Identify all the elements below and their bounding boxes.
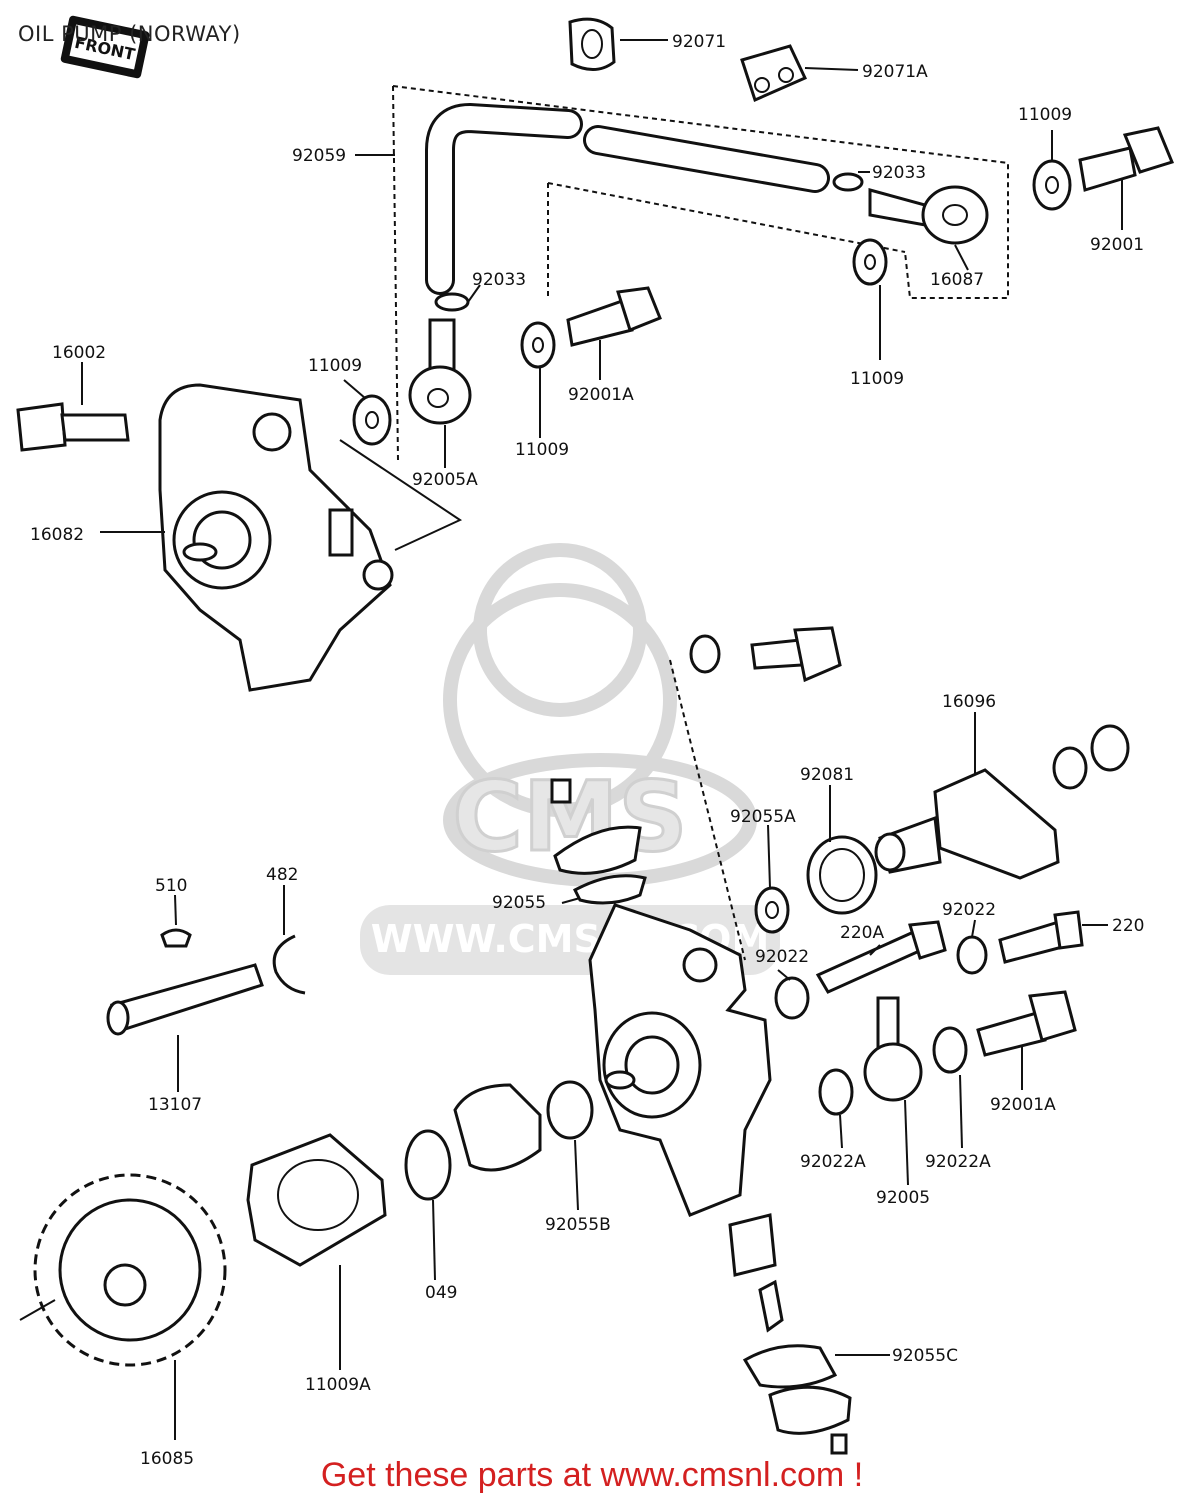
- leader-lines: [81, 39, 1123, 1440]
- promo-footer-link[interactable]: Get these parts at www.cmsnl.com !: [320, 1456, 864, 1494]
- assembly-outline-inner: [547, 182, 906, 253]
- assembly-outline-top: [392, 85, 1009, 299]
- hose-route-line: [339, 439, 463, 551]
- gasket-92055: [573, 874, 647, 905]
- label-16085: 16085: [140, 1449, 194, 1469]
- circlip-482: [272, 934, 306, 995]
- cover-assembly-16096: [874, 768, 1060, 880]
- o-ring-92055B: [546, 1080, 594, 1140]
- cover-92055C: [768, 1385, 852, 1435]
- oil-pump-body-lower: [588, 903, 772, 1217]
- label-92005A: 92005A: [412, 470, 478, 490]
- grommet-92071: [568, 17, 616, 71]
- oil-pump-assembly-16082: [158, 383, 394, 692]
- front-tag: FRONT: [60, 15, 150, 79]
- gasket-11009A: [246, 1133, 387, 1267]
- label-16002: 16002: [52, 343, 106, 363]
- label-92022A-left: 92022A: [800, 1152, 866, 1172]
- label-92055B: 92055B: [545, 1215, 611, 1235]
- label-92055C: 92055C: [892, 1346, 958, 1366]
- oil-seal-92055A: [754, 886, 790, 934]
- label-92071: 92071: [672, 32, 726, 52]
- label-16087: 16087: [930, 270, 984, 290]
- clamp-92033-upper: [832, 172, 864, 192]
- label-92001A-top: 92001A: [568, 385, 634, 405]
- assembly-outline-lower: [669, 659, 746, 961]
- screw-16002: [60, 413, 130, 442]
- label-92001A-lower: 92001A: [990, 1095, 1056, 1115]
- label-220A: 220A: [840, 923, 884, 943]
- clamp-92033-lower: [434, 292, 470, 312]
- washer-16096: [1052, 746, 1088, 790]
- washer-11009-mid: [520, 321, 556, 369]
- shaft-13107: [109, 963, 264, 1032]
- relief-plug: [758, 1279, 784, 1333]
- assembly-outline-left: [392, 85, 399, 461]
- screw-16002-head: [16, 402, 67, 452]
- label-11009-left: 11009: [308, 356, 362, 376]
- relief-spring: [728, 1213, 777, 1277]
- label-13107: 13107: [148, 1095, 202, 1115]
- washer-11009-midright: [852, 238, 888, 286]
- grommet-92071A: [740, 44, 808, 103]
- screw-92055: [550, 778, 572, 804]
- label-92001: 92001: [1090, 235, 1144, 255]
- label-92005: 92005: [876, 1188, 930, 1208]
- label-92033-lower: 92033: [472, 270, 526, 290]
- bolt-upper-right: [750, 638, 804, 670]
- label-11009A: 11009A: [305, 1375, 371, 1395]
- washer-92022A-left: [818, 1068, 854, 1116]
- label-92081: 92081: [800, 765, 854, 785]
- cover-screw: [830, 1433, 848, 1455]
- spring-92081: [806, 835, 878, 915]
- plate-92055: [553, 825, 642, 875]
- washer-92022-mid: [774, 976, 810, 1020]
- part-number-labels: 92071 92071A 92059 11009 92033 92001 160…: [30, 32, 1144, 1469]
- label-92059: 92059: [292, 146, 346, 166]
- nut-16096: [1090, 724, 1130, 772]
- banjo-92005A: [408, 365, 472, 425]
- banjo-bolt-92001: [1078, 146, 1137, 192]
- diagram-title: OIL PUMP (NORWAY): [18, 22, 241, 46]
- washer-11009-topright: [1032, 159, 1072, 211]
- washer-92022A-right: [932, 1026, 968, 1074]
- watermark-mascot: CMS WWW.CMSNL.COM: [360, 543, 780, 975]
- gear-16085: [33, 1173, 227, 1367]
- gasket-92055C: [742, 1344, 838, 1389]
- label-049: 049: [425, 1283, 457, 1303]
- washer-upper-right: [689, 634, 721, 674]
- label-11009-mid: 11009: [515, 440, 569, 460]
- banjo-92005: [863, 1042, 923, 1102]
- label-482: 482: [266, 865, 298, 885]
- banjo-fitting-16087: [921, 185, 989, 245]
- label-92055A: 92055A: [730, 807, 796, 827]
- label-92022-mid: 92022: [755, 947, 809, 967]
- label-220: 220: [1112, 916, 1144, 936]
- label-510: 510: [155, 876, 187, 896]
- label-92071A: 92071A: [862, 62, 928, 82]
- washer-11009-left: [352, 394, 392, 446]
- label-11009-midright: 11009: [850, 369, 904, 389]
- label-92022-right: 92022: [942, 900, 996, 920]
- collar-049: [404, 1129, 452, 1201]
- label-92033-upper: 92033: [872, 163, 926, 183]
- label-16082: 16082: [30, 525, 84, 545]
- banjo-fitting-16087-stem: [868, 188, 927, 227]
- label-92055: 92055: [492, 893, 546, 913]
- washer-92022-right: [956, 935, 988, 975]
- label-16096: 16096: [942, 692, 996, 712]
- rotor-cup: [453, 1083, 542, 1172]
- key-510: [160, 928, 192, 948]
- label-11009-topright: 11009: [1018, 105, 1072, 125]
- label-92022A-right: 92022A: [925, 1152, 991, 1172]
